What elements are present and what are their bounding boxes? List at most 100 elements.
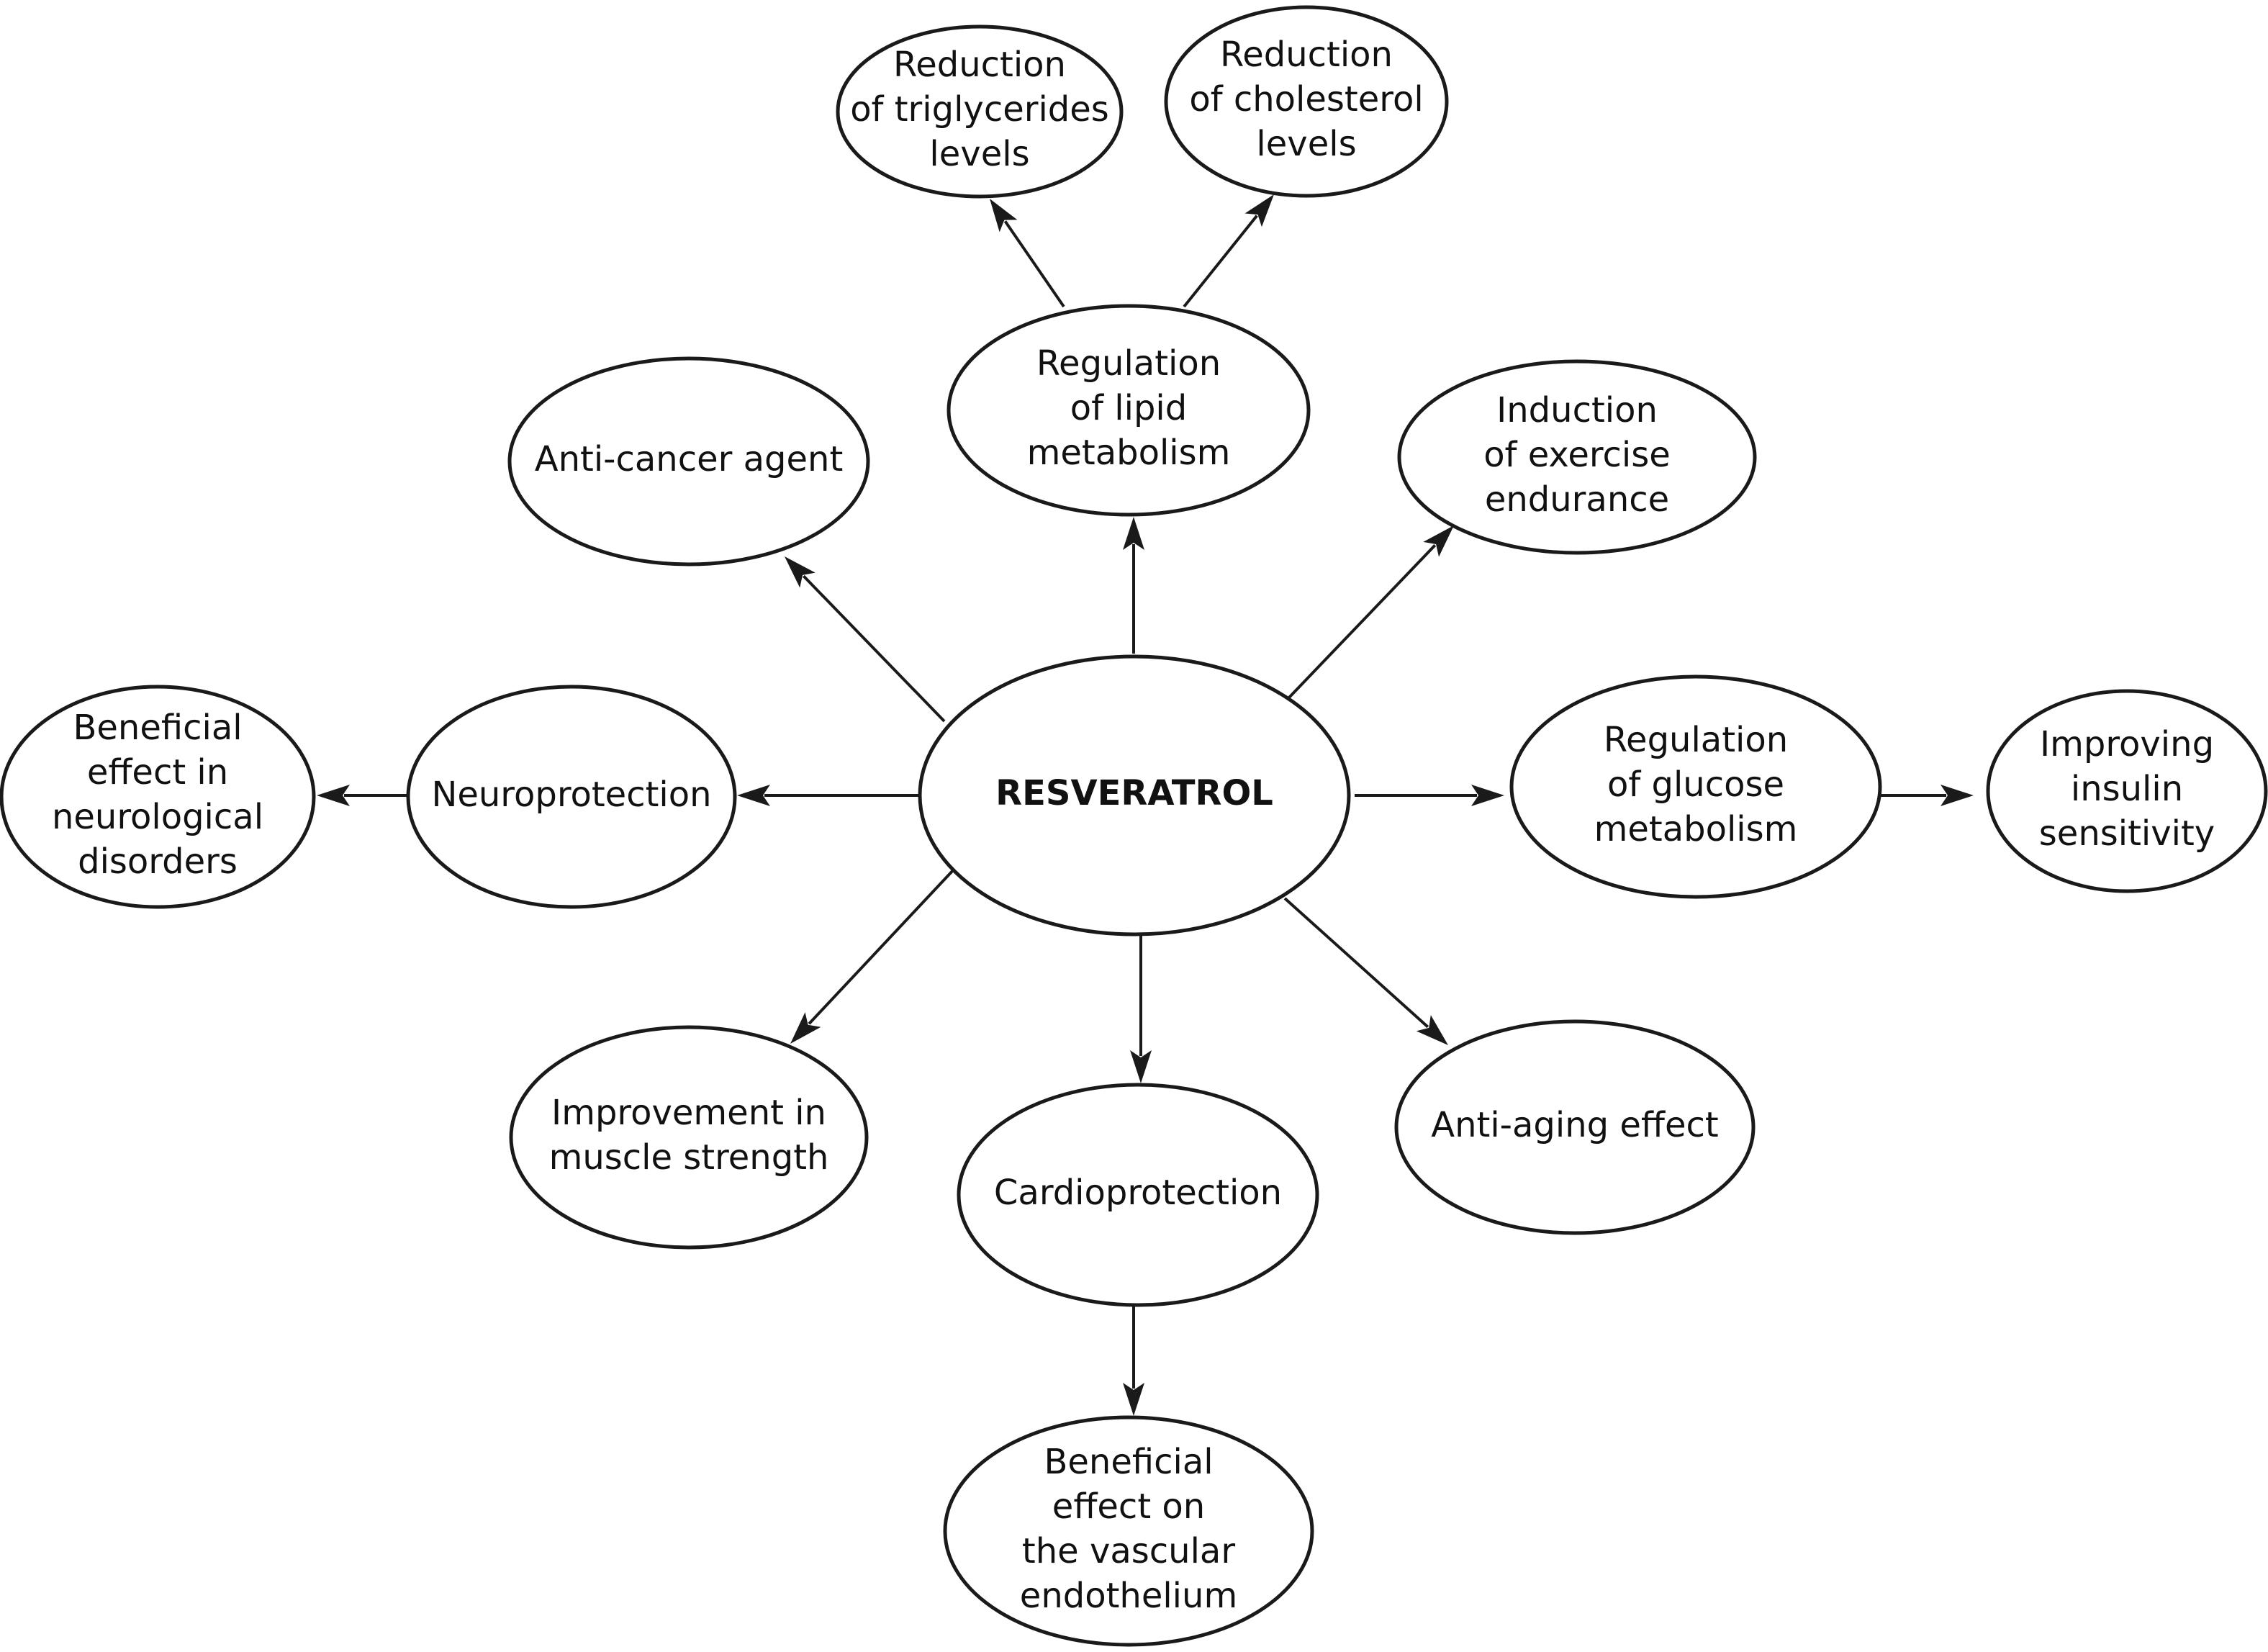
connector-line xyxy=(1283,897,1429,1029)
edge-lipid-to-triglycerides xyxy=(990,199,1065,308)
node-label-line: Anti-aging effect xyxy=(1431,1105,1718,1145)
connector-line xyxy=(1287,544,1437,700)
node-label-line: Reduction xyxy=(1220,35,1393,75)
node-label: Anti-cancer agent xyxy=(535,439,844,479)
node-label-line: Anti-cancer agent xyxy=(535,439,844,479)
node-anticancer: Anti-cancer agent xyxy=(507,356,870,567)
node-label-line: effect in xyxy=(87,752,228,793)
arrow-head-icon xyxy=(737,785,770,806)
node-label-line: Induction xyxy=(1496,390,1658,430)
node-label-line: Regulation xyxy=(1604,720,1788,760)
node-ellipse xyxy=(509,1025,869,1250)
node-label-line: neurological xyxy=(52,797,263,837)
node-ellipse xyxy=(1397,359,1757,555)
node-label-line: of lipid xyxy=(1070,388,1187,428)
arrow-head-icon xyxy=(1130,1050,1152,1083)
node-label-line: Improvement in xyxy=(551,1093,826,1133)
node-ellipse xyxy=(507,356,870,567)
node-ellipse xyxy=(1986,689,2268,893)
node-label-line: endothelium xyxy=(1020,1576,1237,1616)
edge-resveratrol-to-exercise xyxy=(1287,525,1454,700)
node-label: Neuroprotection xyxy=(431,775,711,815)
node-label-line: muscle strength xyxy=(549,1137,829,1178)
edge-resveratrol-to-lipid xyxy=(1123,517,1144,654)
node-label: RESVERATROL xyxy=(995,773,1273,813)
node-ellipse xyxy=(946,304,1311,517)
node-label-line: effect on xyxy=(1052,1486,1205,1527)
edge-resveratrol-to-muscle xyxy=(790,867,956,1044)
node-ellipse xyxy=(406,685,737,909)
arrow-head-icon xyxy=(990,199,1018,233)
node-label-line: metabolism xyxy=(1594,809,1798,849)
node-label-line: levels xyxy=(1256,124,1356,164)
node-label: Cardioprotection xyxy=(994,1173,1282,1213)
node-ellipse xyxy=(943,1415,1314,1647)
node-ellipse xyxy=(918,654,1351,936)
node-label-line: the vascular xyxy=(1022,1531,1235,1571)
node-neuroprotection: Neuroprotection xyxy=(406,685,737,909)
node-label-line: levels xyxy=(929,134,1029,174)
edges-layer xyxy=(317,194,1974,1416)
node-label-line: disorders xyxy=(78,841,238,882)
node-label-line: RESVERATROL xyxy=(995,773,1273,813)
node-label-line: Cardioprotection xyxy=(994,1173,1282,1213)
arrow-head-icon xyxy=(785,556,816,588)
node-label-line: of glucose xyxy=(1607,764,1784,805)
edge-lipid-to-cholesterol xyxy=(1183,194,1274,308)
arrow-head-icon xyxy=(1423,525,1454,557)
connector-line xyxy=(1183,215,1258,308)
node-label-line: Beneficial xyxy=(73,708,242,748)
edge-glucose-to-insulin xyxy=(1881,785,1974,806)
node-label-line: Reduction xyxy=(893,45,1066,85)
arrow-head-icon xyxy=(1941,785,1974,806)
arrow-head-icon xyxy=(317,785,350,806)
node-label-line: sensitivity xyxy=(2039,813,2215,854)
edge-resveratrol-to-cardio xyxy=(1130,936,1152,1083)
connector-line xyxy=(808,867,956,1025)
node-ellipse xyxy=(836,24,1124,199)
node-antiaging: Anti-aging effect xyxy=(1394,1019,1756,1235)
node-cardio: Cardioprotection xyxy=(957,1083,1319,1307)
node-label-line: insulin xyxy=(2071,769,2183,809)
arrow-head-icon xyxy=(1123,517,1144,550)
arrow-head-icon xyxy=(1244,194,1274,227)
node-label-line: Improving xyxy=(2040,724,2214,764)
node-label-line: Beneficial xyxy=(1044,1442,1213,1482)
node-label-line: metabolism xyxy=(1027,433,1231,473)
node-label: Anti-aging effect xyxy=(1431,1105,1718,1145)
node-label-line: of exercise xyxy=(1483,435,1671,475)
node-label-line: Regulation xyxy=(1036,343,1221,384)
node-ellipse xyxy=(1509,674,1882,899)
arrow-head-icon xyxy=(1416,1015,1448,1045)
node-label-line: of cholesterol xyxy=(1189,79,1423,119)
edge-resveratrol-to-neuroprotection xyxy=(737,785,920,806)
edge-neuroprotection-to-neurological xyxy=(317,785,409,806)
connector-line xyxy=(1003,220,1065,308)
edge-resveratrol-to-antiaging xyxy=(1283,897,1448,1045)
node-label-line: Neuroprotection xyxy=(431,775,711,815)
arrow-head-icon xyxy=(790,1012,821,1044)
node-ellipse xyxy=(1394,1019,1756,1235)
arrow-head-icon xyxy=(1123,1383,1144,1416)
node-ellipse xyxy=(0,685,316,909)
edge-resveratrol-to-anticancer xyxy=(785,556,946,723)
node-label-line: endurance xyxy=(1485,479,1669,520)
node-label-line: of triglycerides xyxy=(850,89,1109,130)
